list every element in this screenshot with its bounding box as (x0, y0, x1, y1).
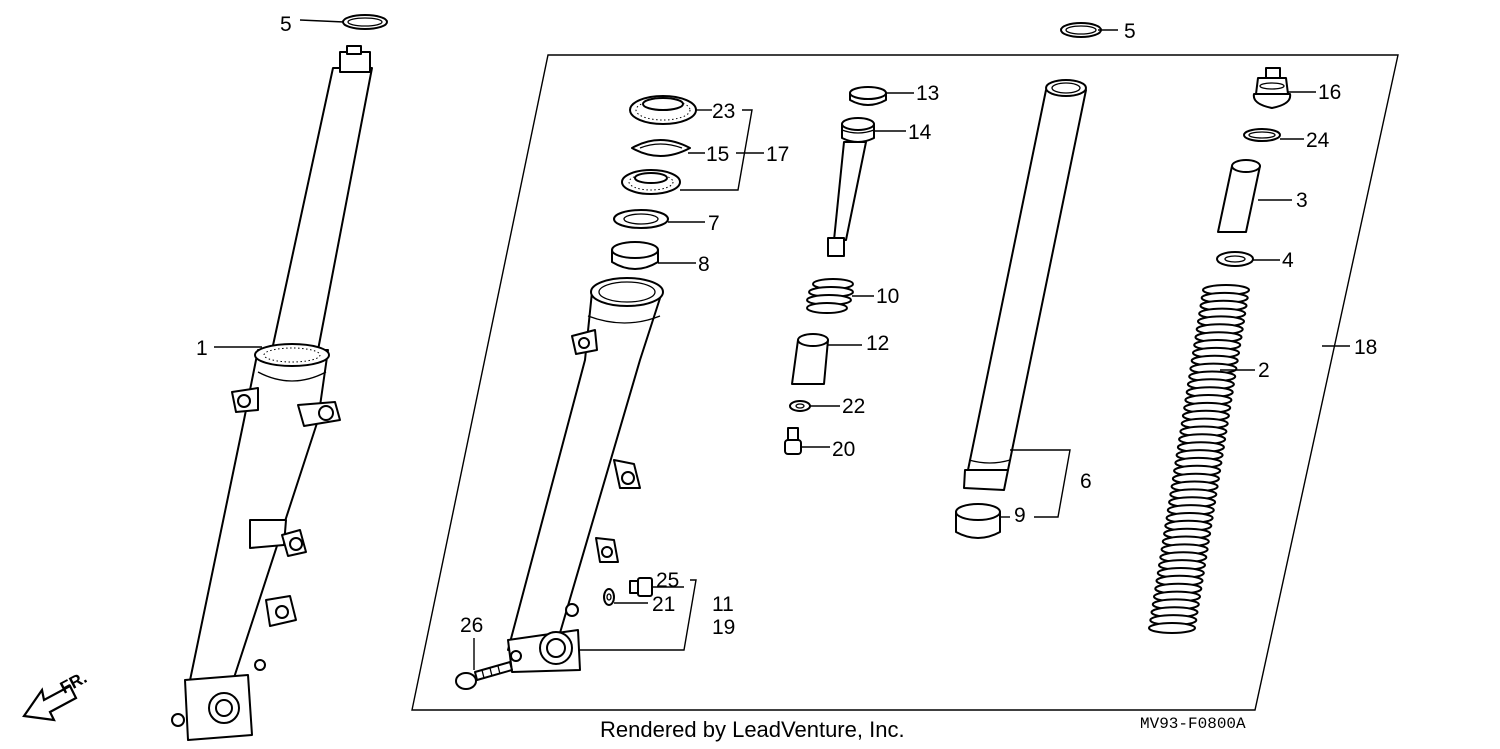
callout-24[interactable]: 24 (1306, 129, 1330, 152)
callout-3[interactable]: 3 (1296, 189, 1308, 212)
callout-9[interactable]: 9 (1014, 504, 1026, 527)
callout-26[interactable]: 26 (460, 614, 483, 637)
assembly-boundary-box (411, 54, 1399, 711)
callout-22[interactable]: 22 (842, 395, 865, 418)
back-up-ring-7-drawing[interactable] (613, 209, 669, 229)
socket-bolt-20-drawing[interactable] (784, 427, 802, 455)
callout-4[interactable]: 4 (1282, 249, 1294, 272)
stopper-ring-15-drawing[interactable] (631, 139, 691, 157)
callout-13[interactable]: 13 (916, 82, 939, 105)
fork-slider-drawing[interactable] (507, 277, 664, 673)
oil-lock-piece-12-drawing[interactable] (791, 333, 829, 385)
spring-coil (1148, 622, 1196, 634)
callout-14[interactable]: 14 (908, 121, 932, 144)
callout-23[interactable]: 23 (712, 100, 735, 123)
front-direction-arrow: FR. (22, 668, 90, 722)
slider-bushing-9-drawing[interactable] (955, 503, 1001, 539)
damper-rod-14-drawing[interactable] (827, 117, 875, 257)
front-arrow-icon (22, 684, 78, 722)
leader-lines (214, 19, 1350, 670)
credit-text: Rendered by LeadVenture, Inc. (600, 717, 905, 742)
spring-seat-4-drawing[interactable] (1216, 251, 1254, 267)
callout-19[interactable]: 19 (712, 616, 735, 639)
callout-16[interactable]: 16 (1318, 81, 1341, 104)
callout-8[interactable]: 8 (698, 253, 710, 276)
diagram-code: MV93-F0800A (1140, 715, 1246, 733)
circlip-left-drawing[interactable] (342, 14, 388, 30)
washer-21-drawing[interactable] (603, 588, 615, 606)
callout-15[interactable]: 15 (706, 143, 729, 166)
callout-12[interactable]: 12 (866, 332, 889, 355)
callout-10[interactable]: 10 (876, 285, 899, 308)
piston-ring-13-drawing[interactable] (849, 86, 887, 106)
callout-21[interactable]: 21 (652, 593, 675, 616)
callout-11[interactable]: 11 (712, 593, 734, 616)
callout-5-left[interactable]: 5 (280, 13, 292, 36)
callout-1[interactable]: 1 (196, 337, 208, 360)
fork-pipe-6-drawing[interactable] (963, 79, 1087, 491)
callout-18[interactable]: 18 (1354, 336, 1377, 359)
callout-labels: 5 1 5 23 15 17 7 8 13 14 10 12 22 20 6 9… (196, 13, 1377, 639)
callout-17[interactable]: 17 (766, 143, 789, 166)
callout-7[interactable]: 7 (708, 212, 720, 235)
oil-seal-17-drawing[interactable] (621, 169, 681, 195)
fork-bolt-16-drawing[interactable] (1252, 67, 1292, 109)
callout-5-right[interactable]: 5 (1124, 20, 1136, 43)
guide-bushing-8-drawing[interactable] (611, 241, 659, 270)
spring-collar-3-drawing[interactable] (1217, 159, 1261, 233)
o-ring-24-drawing[interactable] (1243, 128, 1281, 142)
fork-spring-2-drawing[interactable] (1148, 284, 1250, 634)
oil-seal-23-drawing[interactable] (629, 95, 697, 125)
circlip-right-drawing[interactable] (1060, 22, 1102, 38)
callout-2[interactable]: 2 (1258, 359, 1270, 382)
bolt-26-drawing[interactable] (455, 661, 513, 690)
rebound-spring-10-drawing[interactable] (806, 278, 854, 314)
callout-25[interactable]: 25 (656, 569, 679, 592)
callout-6[interactable]: 6 (1080, 470, 1092, 493)
callout-20[interactable]: 20 (832, 438, 855, 461)
washer-22-drawing[interactable] (789, 400, 811, 412)
fork-assembly-drawing[interactable] (171, 45, 373, 741)
drain-bolt-25-drawing[interactable] (629, 577, 653, 597)
